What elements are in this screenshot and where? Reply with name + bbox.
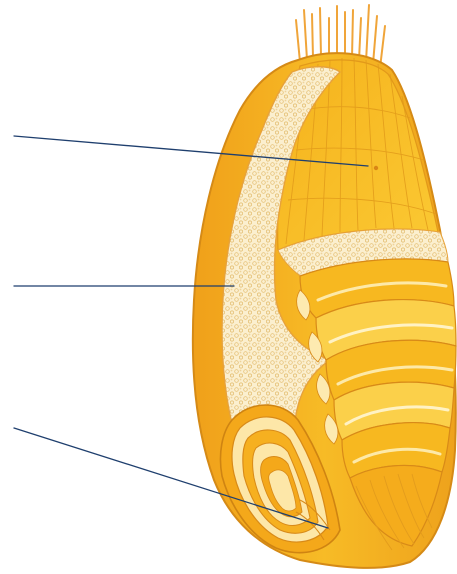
endosperm-dot <box>374 166 378 170</box>
